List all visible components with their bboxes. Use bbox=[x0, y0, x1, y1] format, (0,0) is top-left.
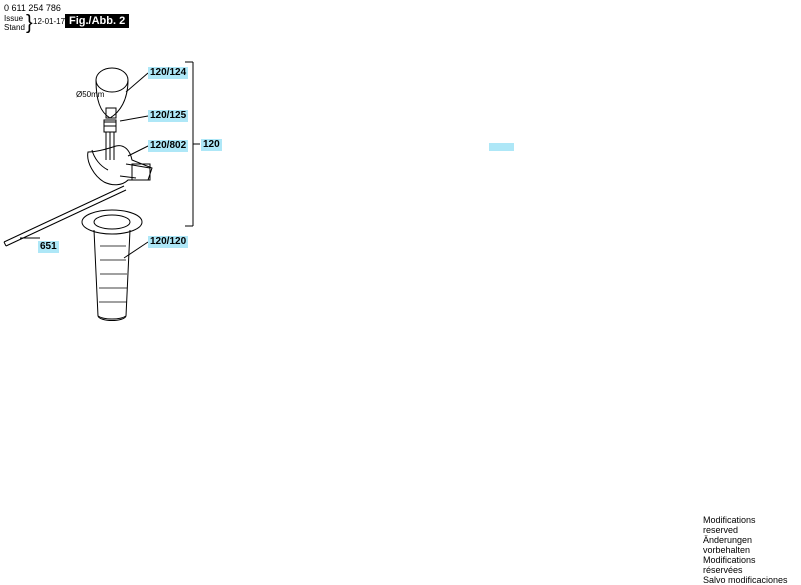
callout-120-120: 120/120 bbox=[148, 236, 189, 248]
leader-120-802 bbox=[127, 145, 149, 157]
leader-120-125 bbox=[119, 115, 149, 122]
issue-date: 12-01-17 bbox=[33, 17, 66, 26]
issue-labels: Issue Stand bbox=[4, 14, 25, 32]
callout-120-802: 120/802 bbox=[148, 140, 189, 152]
callout-120: 120 bbox=[201, 139, 222, 151]
figure-badge: Fig./Abb. 2 bbox=[65, 14, 130, 28]
exploded-parts-diagram bbox=[3, 61, 200, 321]
notice-line-es: Salvo modificaciones bbox=[703, 575, 788, 585]
callout-120-125: 120/125 bbox=[148, 110, 189, 122]
callout-651: 651 bbox=[38, 241, 59, 253]
diameter-label: Ø50mm bbox=[76, 90, 105, 99]
modification-notice: Modifications reserved Änderungen vorbeh… bbox=[703, 515, 789, 585]
depth-stop-holder-icon bbox=[95, 67, 129, 127]
leader-120-124 bbox=[125, 72, 149, 93]
stand-label: Stand bbox=[4, 23, 25, 32]
brace-icon: } bbox=[26, 12, 33, 34]
issue-label: Issue bbox=[4, 14, 24, 23]
depth-rod-icon bbox=[3, 185, 127, 247]
clamp-screw-icon bbox=[103, 121, 117, 160]
clamp-band-icon bbox=[87, 145, 153, 186]
leader-120-120 bbox=[123, 241, 149, 259]
part-number: 0 611 254 786 bbox=[4, 3, 61, 13]
highlight-swatch bbox=[489, 143, 514, 151]
notice-line-en: Modifications reserved bbox=[703, 515, 756, 535]
notice-line-fr: Modifications réservées bbox=[703, 555, 756, 575]
notice-line-de: Änderungen vorbehalten bbox=[703, 535, 753, 555]
callout-120-124: 120/124 bbox=[148, 67, 189, 79]
side-grip-icon bbox=[81, 209, 143, 321]
